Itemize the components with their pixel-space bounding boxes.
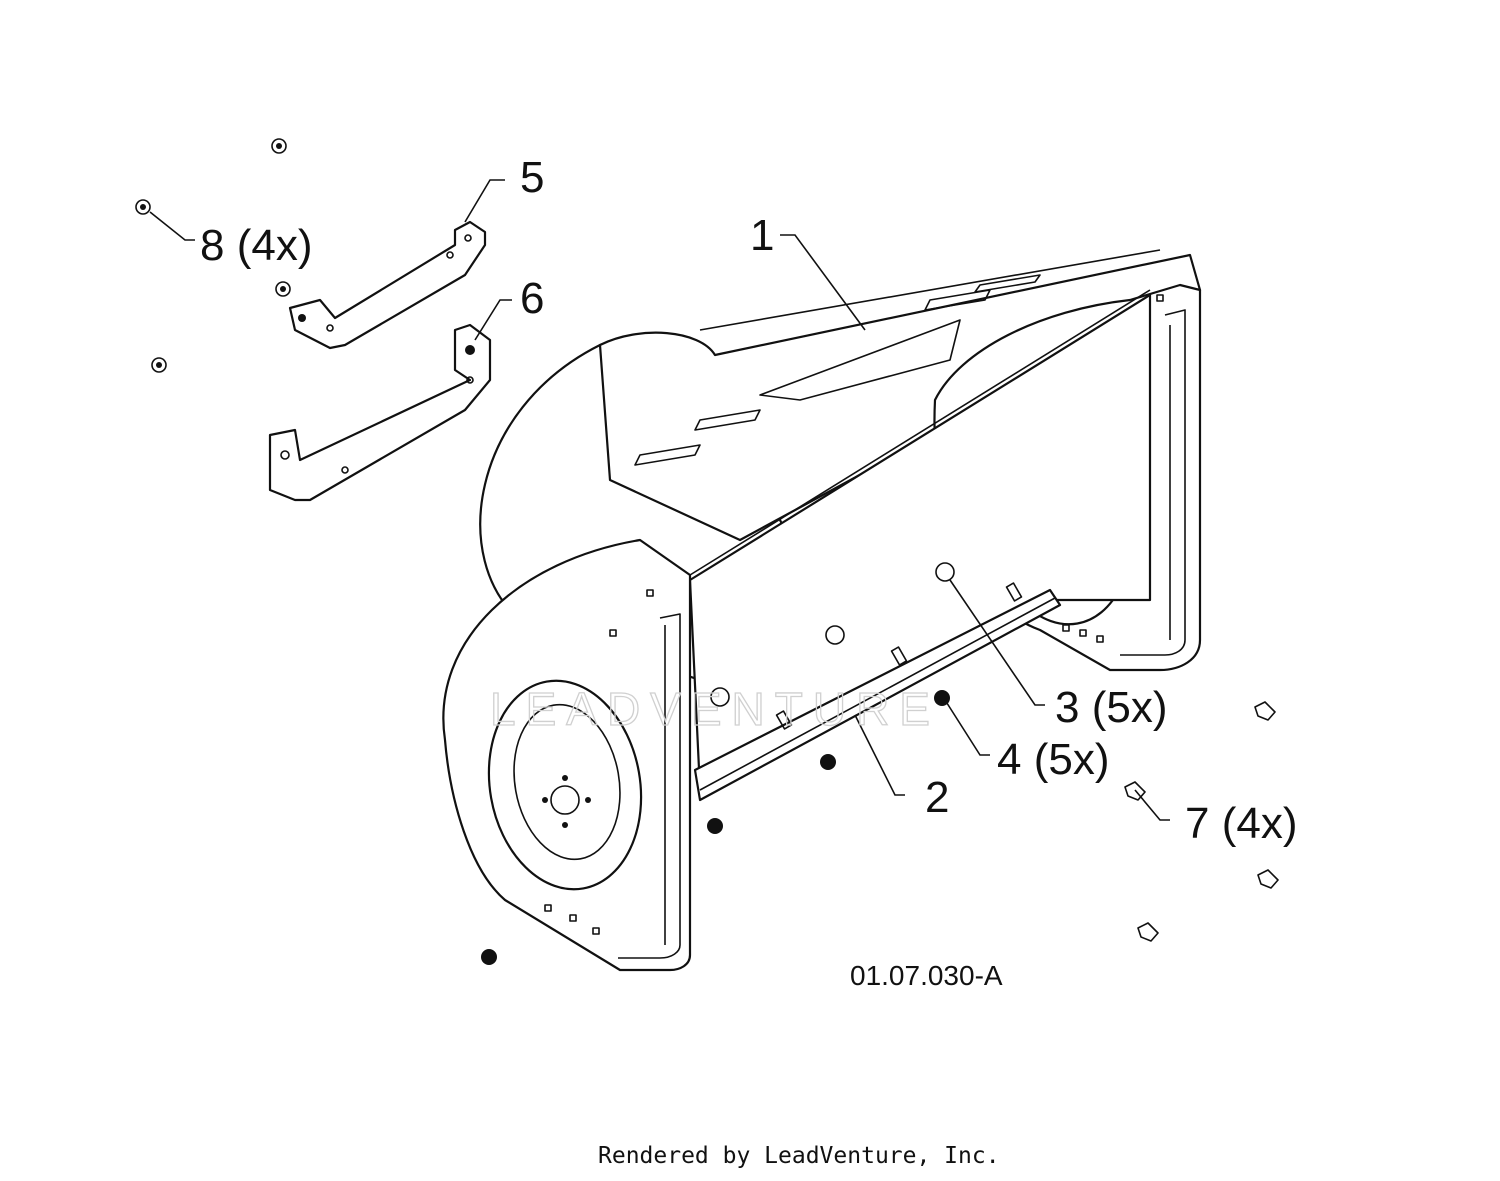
- bracket-part-6: [268, 323, 492, 502]
- callout-1: 1: [750, 211, 774, 260]
- callout-8: 8 (4x): [200, 221, 312, 270]
- nut-part-8: [135, 138, 291, 373]
- footer-credit: Rendered by LeadVenture, Inc.: [598, 1143, 1000, 1169]
- auger-housing: [442, 249, 1202, 972]
- callout-7: 7 (4x): [1185, 799, 1297, 848]
- leader-lines: [149, 179, 1170, 821]
- callout-2: 2: [925, 773, 949, 822]
- callout-5: 5: [520, 153, 544, 202]
- bolt-part-7: [1124, 701, 1279, 942]
- callout-6: 6: [520, 274, 544, 323]
- diagram-code: 01.07.030-A: [850, 960, 1003, 991]
- bracket-part-5: [288, 220, 487, 350]
- callout-4: 4 (5x): [997, 735, 1109, 784]
- callout-3: 3 (5x): [1055, 683, 1167, 732]
- watermark: LEADVENTURE: [490, 683, 940, 735]
